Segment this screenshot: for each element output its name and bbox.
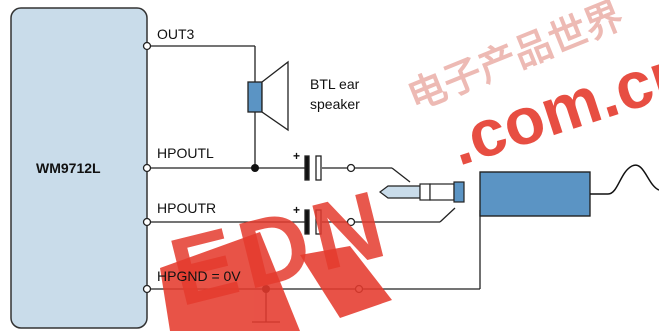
out3-net xyxy=(147,45,256,168)
watermark-edn-logo xyxy=(160,232,392,331)
hpoutr-cap-plus: + xyxy=(293,203,300,217)
hpoutl-capacitor xyxy=(304,155,322,181)
hpoutl-junction-dot xyxy=(251,164,259,172)
hpoutl-label: HPOUTL xyxy=(157,145,214,161)
chip-name-label: WM9712L xyxy=(36,160,101,176)
hpoutr-net xyxy=(147,207,456,223)
jack-cable xyxy=(590,164,659,195)
btl-ear-speaker xyxy=(247,60,289,132)
speaker-label-line2: speaker xyxy=(310,96,360,112)
headphone-jack-plug xyxy=(379,171,591,217)
hpoutr-capacitor xyxy=(304,209,322,235)
hpoutr-label: HPOUTR xyxy=(157,200,217,216)
hpoutl-cap-plus: + xyxy=(293,149,300,163)
speaker-label-line1: BTL ear xyxy=(310,76,360,92)
out3-label: OUT3 xyxy=(157,26,195,42)
hpgnd-label: HPGND = 0V xyxy=(157,268,241,284)
